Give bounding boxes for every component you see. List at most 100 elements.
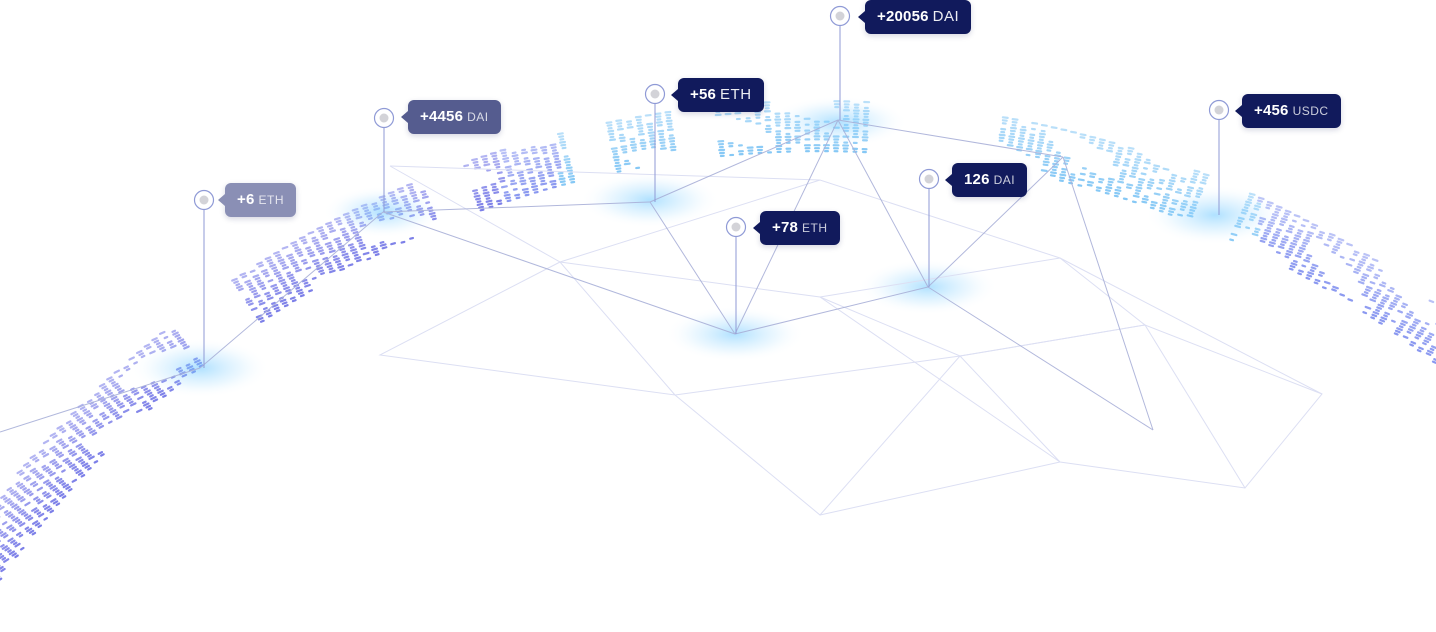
globe-dot [1008, 138, 1015, 141]
globe-dot [322, 256, 329, 261]
globe-dot [516, 170, 524, 175]
globe-dot [88, 414, 94, 419]
globe-dot [8, 550, 16, 556]
globe-dot [1364, 288, 1371, 292]
globe-dot [748, 152, 754, 155]
globe-dot [295, 288, 303, 293]
globe-dot [279, 261, 286, 265]
globe-dot [1106, 149, 1113, 153]
globe-dot [502, 157, 510, 161]
globe-dot [0, 505, 5, 511]
globe-dot [56, 438, 63, 443]
globe-dot [291, 299, 297, 303]
globe-dot [1425, 352, 1432, 356]
globe-dot [1129, 174, 1136, 179]
tooltip-amount: 126 [964, 171, 990, 188]
globe-dot [1126, 152, 1132, 156]
globe-dot [290, 261, 298, 265]
globe-dot [560, 143, 567, 147]
globe-dot [64, 459, 71, 464]
globe-dot [619, 133, 625, 137]
globe-dot [118, 389, 125, 394]
globe-dot [353, 253, 359, 257]
globe-dot [745, 117, 751, 120]
globe-dot [775, 139, 782, 142]
globe-dot [24, 526, 30, 531]
globe-dot [804, 147, 811, 150]
globe-dot [616, 170, 622, 173]
globe-dot [1275, 230, 1281, 234]
globe-dot [669, 145, 677, 149]
globe-dot [639, 138, 645, 142]
globe-dot [1390, 301, 1398, 306]
globe-dot [49, 471, 56, 477]
globe-dot [32, 469, 38, 474]
globe-dot [531, 185, 538, 189]
globe-dot [1294, 234, 1302, 238]
globe-dot [297, 291, 304, 295]
globe-dot [1019, 128, 1027, 132]
globe-dot [275, 291, 282, 296]
globe-dot [1394, 297, 1400, 301]
globe-dot [337, 265, 345, 269]
globe-dot [163, 335, 169, 340]
globe-dot [1122, 163, 1130, 167]
globe-dot [6, 524, 13, 530]
globe-dot [1193, 172, 1199, 176]
globe-dot [1306, 233, 1313, 238]
globe-dot [542, 188, 548, 191]
globe-dot [567, 175, 575, 178]
globe-dot [747, 149, 754, 152]
globe-dot [1332, 285, 1339, 290]
globe-dot [1136, 152, 1143, 156]
globe-dot [1147, 183, 1153, 187]
globe-dot [480, 154, 488, 158]
globe-dot [1379, 318, 1386, 323]
globe-dot [251, 289, 257, 294]
globe-dot [320, 234, 328, 238]
globe-dot [1146, 186, 1152, 190]
globe-dot [1138, 177, 1146, 182]
globe-dot [718, 145, 724, 149]
globe-dot [1361, 275, 1368, 280]
globe-dot [776, 150, 782, 154]
globe-dot [176, 336, 182, 340]
globe-dot [61, 482, 66, 486]
globe-dot [535, 162, 541, 166]
globe-dot [7, 500, 13, 505]
globe-dot [256, 261, 263, 266]
globe-dot [0, 577, 3, 582]
globe-dot [318, 249, 324, 253]
globe-dot [149, 394, 154, 398]
globe-dot [1081, 167, 1087, 170]
globe-dot [1048, 140, 1054, 144]
pin-heads [193, 5, 1230, 238]
globe-dot [26, 490, 32, 495]
globe-dot [623, 162, 631, 166]
globe-dot [98, 383, 106, 388]
globe-dot [1046, 146, 1053, 149]
globe-dot [1283, 212, 1290, 216]
globe-dot [1049, 174, 1056, 177]
globe-dot [49, 485, 57, 490]
globe-dot [472, 189, 478, 193]
globe-dot [130, 402, 137, 407]
globe-dot [295, 268, 302, 273]
globe-dot [563, 157, 571, 161]
globe-dot [515, 196, 521, 200]
globe-dot [281, 263, 287, 267]
globe-dot [718, 142, 725, 146]
globe-dot [1366, 268, 1372, 272]
globe-dot [1159, 178, 1166, 182]
globe-dot [497, 202, 503, 206]
globe-dot [1070, 130, 1078, 134]
globe-dot [29, 467, 37, 473]
globe-dot [75, 456, 82, 461]
tooltip-amount: +56 [690, 86, 717, 103]
globe-dot [305, 266, 312, 270]
globe-dot [318, 228, 325, 233]
globe-dot [1339, 255, 1345, 259]
globe-dot [355, 258, 362, 263]
globe-dot [1058, 179, 1064, 182]
